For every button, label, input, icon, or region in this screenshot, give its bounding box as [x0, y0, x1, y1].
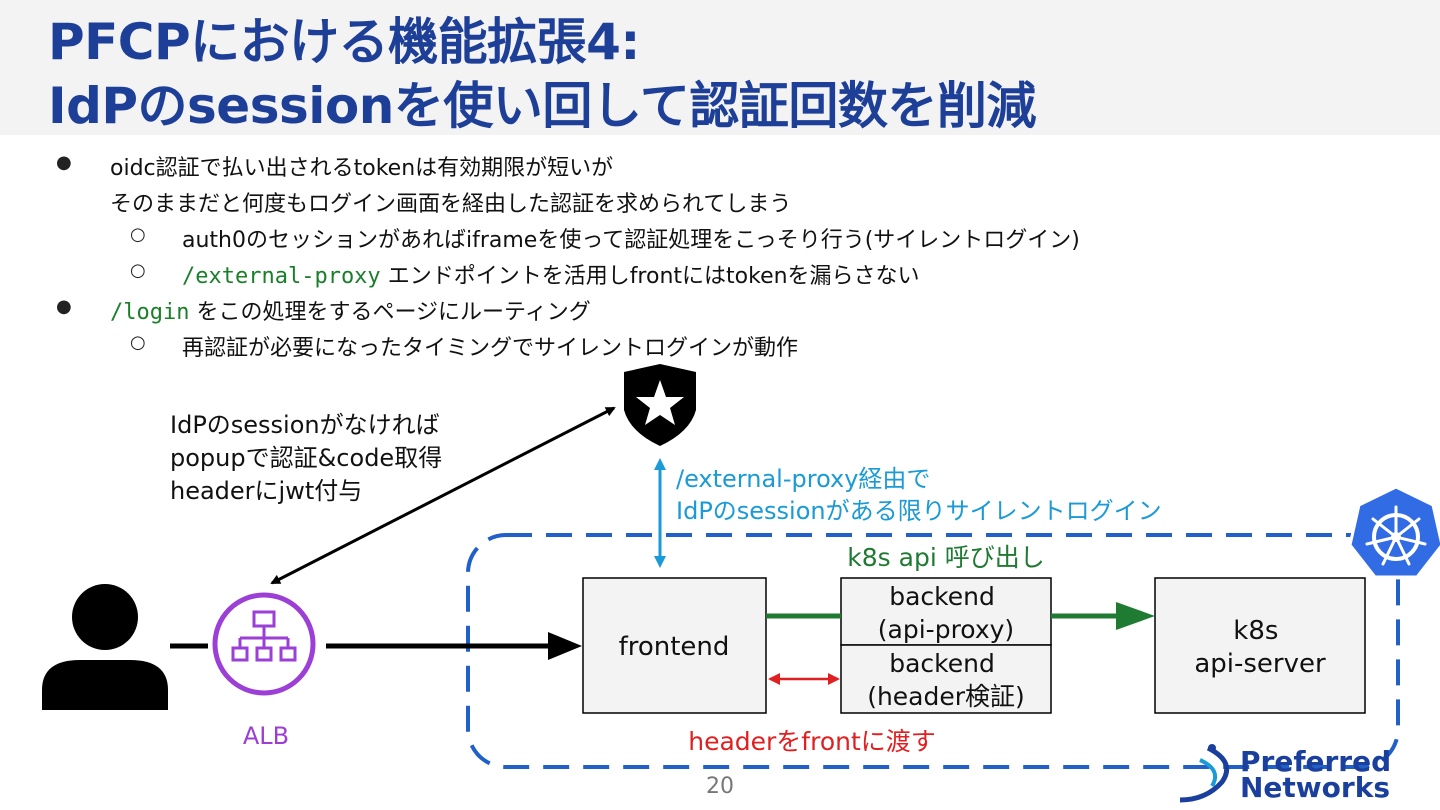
- backend-to-k8s-arrowhead: [1116, 602, 1155, 630]
- alb-idp-arrow: [270, 406, 616, 585]
- k8s-api-server-line-1: k8s: [1233, 616, 1278, 646]
- k8s-api-server-box: [1154, 577, 1366, 714]
- proxy-note: /external-proxy経由で IdPのsessionがある限りサイレント…: [676, 465, 1162, 525]
- sub-bullet-circle: ○: [130, 332, 146, 353]
- k8s-api-server-line-2: api-server: [1194, 649, 1326, 679]
- frontend-label: frontend: [619, 632, 730, 662]
- backend-header-line-2: (header検証): [867, 682, 1025, 711]
- page-number: 20: [706, 774, 734, 799]
- bullet-1-line-1: oidc認証で払い出されるtokenは有効期限が短いが: [110, 156, 614, 181]
- sub-bullet-1-2-text: エンドポイントを活用しfrontにはtokenを漏らさない: [387, 264, 920, 289]
- alb-label: ALB: [243, 722, 289, 750]
- k8s-api-server-label: k8s api-server: [1194, 616, 1326, 679]
- kubernetes-icon: [1348, 485, 1440, 579]
- bullet-dot: ●: [56, 296, 72, 317]
- code-login: /login: [110, 300, 190, 325]
- proxy-note-line-1: /external-proxy経由で: [676, 465, 930, 493]
- sub-bullet-2-1: 再認証が必要になったタイミングでサイレントログインが動作: [182, 336, 799, 361]
- idp-note-line-3: headerにjwt付与: [170, 477, 362, 505]
- backend-api-proxy-label: backend (api-proxy): [878, 582, 1014, 644]
- user-icon: [42, 584, 168, 710]
- alb-icon: [212, 592, 316, 696]
- backend-api-proxy-line-1: backend: [889, 582, 995, 611]
- header-to-front-label: headerをfrontに渡す: [688, 727, 936, 756]
- preferred-networks-logo-icon: [1179, 744, 1230, 803]
- sub-bullet-circle: ○: [130, 224, 146, 245]
- logo-text-line-2: Networks: [1240, 771, 1390, 804]
- logo-text-line-1: Preferred: [1240, 745, 1391, 778]
- idp-note-line-2: popupで認証&code取得: [170, 444, 442, 472]
- idp-note-line-1: IdPのsessionがなければ: [170, 411, 440, 439]
- auth0-shield-icon: [624, 364, 696, 446]
- idp-note: IdPのsessionがなければ popupで認証&code取得 headerに…: [170, 411, 450, 505]
- bullet-2-text: をこの処理をするページにルーティング: [196, 300, 591, 325]
- backend-header-box: [840, 644, 1052, 714]
- proxy-note-line-2: IdPのsessionがある限りサイレントログイン: [676, 497, 1162, 525]
- k8s-call-label: k8s api 呼び出し: [847, 543, 1044, 572]
- slide-title-line-1: PFCPにおける機能拡張4:: [48, 13, 640, 71]
- alb-to-frontend-arrowhead: [548, 632, 582, 660]
- k8s-cluster-boundary: [466, 533, 1400, 769]
- slide-title-line-2: IdPのsessionを使い回して認証回数を削減: [48, 77, 1036, 135]
- bullet-1-line-2: そのままだと何度もログイン画面を経由した認証を求められてしまう: [110, 192, 792, 217]
- frontend-box: [582, 577, 767, 714]
- sub-bullet-1-1: auth0のセッションがあればiframeを使って認証処理をこっそり行う(サイレ…: [182, 228, 1080, 253]
- backend-api-proxy-line-2: (api-proxy): [878, 615, 1014, 644]
- title-bar: PFCPにおける機能拡張4: IdPのsessionを使い回して認証回数を削減: [0, 0, 1440, 135]
- sub-bullet-1-2: /external-proxy エンドポイントを活用しfrontにはtokenを…: [182, 258, 920, 290]
- bullet-2: /login をこの処理をするページにルーティング: [110, 294, 591, 326]
- backend-header-label: backend (header検証): [867, 649, 1025, 711]
- sub-bullet-circle: ○: [130, 260, 146, 281]
- bullet-dot: ●: [56, 152, 72, 173]
- backend-api-proxy-box: [840, 577, 1052, 646]
- backend-header-line-1: backend: [889, 649, 995, 678]
- code-external-proxy: /external-proxy: [182, 264, 381, 289]
